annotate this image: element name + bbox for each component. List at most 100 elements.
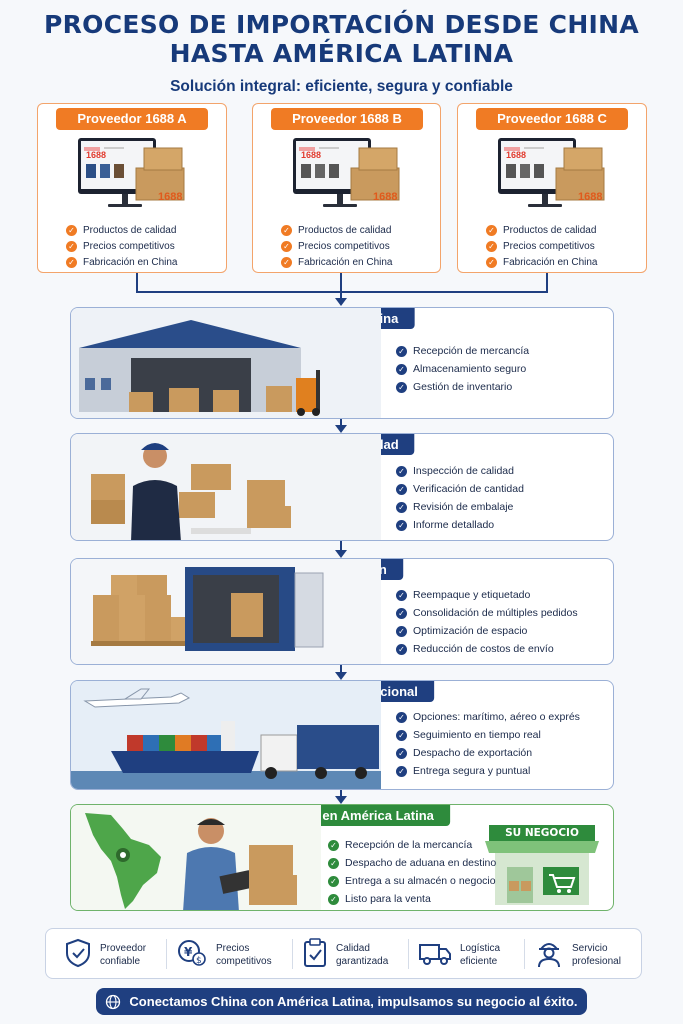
supplier-label: Proveedor 1688 B [271, 108, 423, 130]
check-icon: ✓ [486, 256, 497, 268]
stage-item-text: Revisión de embalaje [413, 501, 514, 513]
stage-illustration [71, 681, 381, 789]
stage-item: ✓Informe detallado [396, 516, 524, 534]
stage-card: Consolidación ✓Reempaque y etiquetado✓Co… [70, 558, 614, 665]
benefit-line-1: Logística [460, 943, 501, 954]
check-icon: ✓ [281, 256, 292, 268]
flow-arrow [335, 550, 347, 558]
check-icon: ✓ [396, 381, 407, 393]
stage-item: ✓Despacho de aduana en destino [328, 854, 496, 872]
stage-item-text: Opciones: marítimo, aéreo o exprés [413, 711, 580, 723]
check-icon: ✓ [396, 643, 407, 655]
stage-item-text: Reempaque y etiquetado [413, 589, 531, 601]
connector-merge [136, 291, 548, 293]
check-icon: ✓ [396, 501, 407, 513]
page-title: PROCESO DE IMPORTACIÓN DESDE CHINA HASTA… [0, 10, 683, 68]
stage-card: Transporte internacional ✓Opciones: marí… [70, 680, 614, 790]
supplier-feature: ✓Fabricación en China [486, 254, 598, 270]
stage-item: ✓Opciones: marítimo, aéreo o exprés [396, 708, 580, 726]
transport-icon [71, 681, 381, 789]
check-icon: ✓ [66, 256, 77, 268]
monitor-icon [78, 138, 185, 207]
price-tag-icon: ¥$ [176, 938, 208, 972]
stage-item-text: Listo para la venta [345, 893, 431, 905]
stage-item-text: Inspección de calidad [413, 465, 514, 477]
stage-item: ✓Seguimiento en tiempo real [396, 726, 580, 744]
supplier-feature: ✓Productos de calidad [486, 222, 598, 238]
globe-icon [106, 994, 121, 1009]
benefit-divider [408, 939, 409, 969]
check-icon: ✓ [66, 240, 77, 252]
benefit-item: Logística eficiente [418, 938, 500, 972]
stage-checklist: ✓Recepción de mercancía✓Almacenamiento s… [396, 342, 529, 396]
store-sign: SU NEGOCIO [505, 827, 579, 839]
stage-item-text: Entrega segura y puntual [413, 765, 531, 777]
check-icon: ✓ [66, 224, 77, 236]
supplier-feature-text: Productos de calidad [298, 224, 392, 236]
flow-connector [340, 419, 342, 427]
stage-item: ✓Optimización de espacio [396, 622, 578, 640]
stage-item-text: Reducción de costos de envío [413, 643, 554, 655]
benefit-line-1: Calidad [336, 943, 370, 954]
monitor-icon [293, 138, 400, 207]
connector-c [546, 273, 548, 293]
benefit-line-2: profesional [572, 956, 621, 967]
stage-illustration [71, 559, 381, 664]
title-line-1: PROCESO DE IMPORTACIÓN DESDE CHINA [43, 10, 640, 39]
supplier-feature: ✓Productos de calidad [66, 222, 178, 238]
stage-item-text: Verificación de cantidad [413, 483, 524, 495]
flow-arrow [335, 796, 347, 804]
stage-item: ✓Entrega a su almacén o negocio [328, 872, 496, 890]
stage-item: ✓ Verificación de cantidad [396, 480, 524, 498]
benefit-line-1: Precios [216, 943, 250, 954]
container-icon [71, 559, 381, 664]
latam-map-icon [71, 805, 599, 910]
clipboard-check-icon [302, 938, 328, 972]
stage-item-text: Gestión de inventario [413, 381, 513, 393]
supplier-features: ✓Productos de calidad✓Precios competitiv… [486, 222, 598, 270]
benefit-item: Servicio profesional [534, 938, 621, 972]
supplier-features: ✓Productos de calidad✓Precios competitiv… [281, 222, 393, 270]
supplier-feature-text: Fabricación en China [83, 256, 178, 268]
benefit-line-2: garantizada [336, 956, 389, 967]
benefit-text: Servicio profesional [572, 942, 621, 968]
stage-item-text: Recepción de la mercancía [345, 839, 473, 851]
benefit-line-2: confiable [100, 956, 141, 967]
check-icon: ✓ [486, 240, 497, 252]
stage-item-text: Consolidación de múltiples pedidos [413, 607, 578, 619]
benefit-line-1: Servicio [572, 943, 608, 954]
stage-illustration [71, 308, 381, 418]
check-icon: ✓ [396, 765, 407, 777]
check-icon: ✓ [396, 747, 407, 759]
site-logo: 1688 [86, 150, 107, 160]
stage-item: ✓ Reducción de costos de envío [396, 640, 578, 658]
flow-arrow [335, 298, 347, 306]
connector-down [340, 291, 342, 299]
stage-item-text: Seguimiento en tiempo real [413, 729, 541, 741]
flow-connector [340, 541, 342, 552]
title-line-2: HASTA AMÉRICA LATINA [169, 39, 514, 68]
footer-banner: Conectamos China con América Latina, imp… [96, 988, 587, 1015]
stage-item-text: Despacho de exportación [413, 747, 533, 759]
supplier-card: Proveedor 1688 C 1688 1688 ✓Productos de… [457, 103, 647, 273]
stage-illustration [71, 434, 381, 540]
stage-item: ✓Recepción de mercancía [396, 342, 529, 360]
svg-text:$: $ [196, 956, 202, 966]
stage-item: ✓Almacenamiento seguro [396, 360, 529, 378]
flow-connector [340, 790, 342, 798]
stage-checklist: ✓Opciones: marítimo, aéreo o exprés✓Segu… [396, 708, 580, 780]
stage-card: Almacén en China ✓Recepción de mercancía… [70, 307, 614, 419]
supplier-feature: ✓ Fabricación en China [66, 254, 178, 270]
monitor-icon [498, 138, 605, 207]
benefit-line-2: eficiente [460, 956, 498, 967]
check-icon: ✓ [396, 519, 407, 531]
flow-connector [340, 665, 342, 674]
check-icon: ✓ [396, 483, 407, 495]
worker-icon [534, 938, 564, 972]
stage-item: ✓Inspección de calidad [396, 462, 524, 480]
benefit-divider [524, 939, 525, 969]
